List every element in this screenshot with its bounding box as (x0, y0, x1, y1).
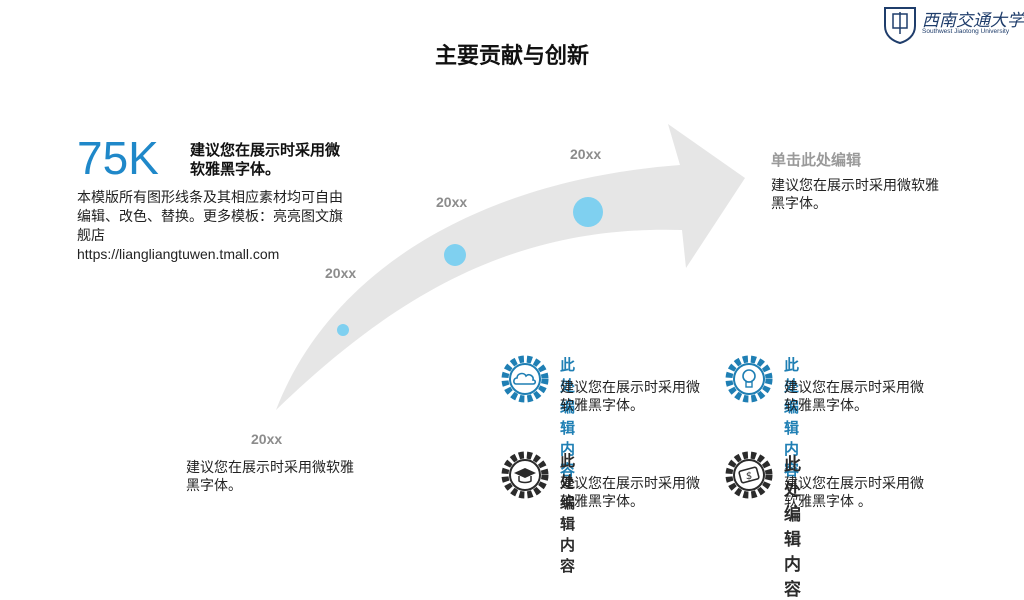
stat-heading: 建议您在展示时采用微软雅黑字体。 (190, 142, 341, 178)
stat-url: https://liangliangtuwen.tmall.com (77, 246, 280, 262)
milestone-dot-1 (337, 324, 349, 336)
page-title: 主要贡献与创新 (434, 43, 589, 68)
year-label-2: 20xx (325, 265, 357, 281)
milestone-dot-3 (573, 197, 603, 227)
growth-arrow-graphic (276, 124, 745, 410)
svg-text:$: $ (746, 471, 752, 482)
money-icon: $ (725, 451, 773, 499)
stat-description-text: 本模版所有图形线条及其相应素材均可自由编辑、改色、替换。更多模板：亮亮图文旗舰店 (77, 189, 343, 243)
feature-card-3-text: 建议您在展示时采用微软雅黑字体。 (560, 475, 700, 509)
lightbulb-icon (725, 355, 773, 403)
stat-description: 本模版所有图形线条及其相应素材均可自由编辑、改色、替换。更多模板：亮亮图文旗舰店… (77, 188, 352, 264)
university-english-name: Southwest Jiaotong University (922, 28, 1010, 35)
feature-card-2-text: 建议您在展示时采用微软雅黑字体。 (784, 379, 924, 413)
right-heading: 单击此处编辑 (771, 152, 862, 169)
graduation-cap-icon (501, 451, 549, 499)
feature-card-2-title: 此处编辑内容 (784, 357, 800, 479)
university-emblem-icon (884, 7, 916, 45)
milestone-dot-2 (444, 244, 466, 266)
university-name: 西南交通大学 (922, 11, 1024, 31)
stat-number: 75K (77, 132, 159, 184)
feature-card-4-text: 建议您在展示时采用微软雅黑字体 。 (784, 475, 924, 509)
bottom-text: 建议您在展示时采用微软雅黑字体。 (186, 459, 354, 493)
cloud-icon (501, 355, 549, 403)
year-label-3: 20xx (436, 194, 468, 210)
year-label-1: 20xx (251, 431, 283, 447)
year-label-4: 20xx (570, 146, 602, 162)
growth-arrow (276, 124, 745, 410)
feature-card-1-title: 此处编辑内容 (560, 357, 576, 479)
feature-card-4-title: 此处编辑内容 (784, 455, 801, 599)
right-text: 建议您在展示时采用微软雅黑字体。 (771, 177, 939, 211)
feature-card-1-text: 建议您在展示时采用微软雅黑字体。 (560, 379, 700, 413)
university-logo (881, 4, 919, 49)
feature-card-3-title: 此处编辑内容 (560, 453, 576, 575)
